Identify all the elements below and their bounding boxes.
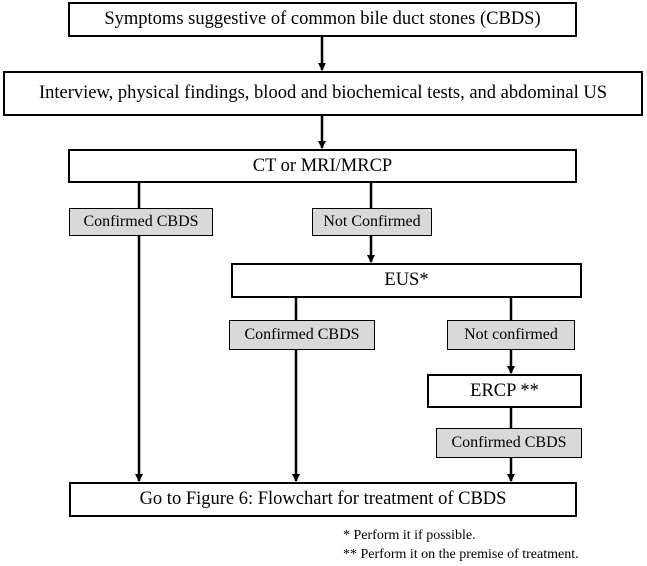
goto-treatment-text: Go to Figure 6: Flowchart for treatment …: [139, 489, 507, 509]
footnote-single-star: * Perform it if possible.: [343, 528, 476, 543]
not-confirmed-text-1: Not Confirmed: [323, 213, 421, 230]
confirmed-cbds-label-3: Confirmed CBDS: [436, 428, 582, 458]
confirmed-cbds-label-1: Confirmed CBDS: [69, 208, 213, 236]
confirmed-cbds-label-2: Confirmed CBDS: [229, 320, 375, 350]
not-confirmed-label-2: Not confirmed: [447, 320, 575, 350]
eus-text: EUS*: [384, 270, 429, 290]
eus-box: EUS*: [231, 263, 582, 298]
workup-text: Interview, physical findings, blood and …: [38, 83, 608, 103]
confirmed-cbds-text-2: Confirmed CBDS: [244, 326, 360, 343]
goto-treatment-box: Go to Figure 6: Flowchart for treatment …: [69, 482, 577, 517]
not-confirmed-label-1: Not Confirmed: [312, 208, 432, 236]
not-confirmed-text-2: Not confirmed: [464, 326, 558, 343]
ct-mri-text: CT or MRI/MRCP: [252, 155, 393, 176]
footnote-double-star: ** Perform it on the premise of treatmen…: [343, 547, 579, 562]
symptoms-text: Symptoms suggestive of common bile duct …: [104, 9, 541, 29]
symptoms-box: Symptoms suggestive of common bile duct …: [68, 2, 577, 37]
workup-box: Interview, physical findings, blood and …: [3, 71, 643, 116]
confirmed-cbds-text-3: Confirmed CBDS: [451, 434, 567, 451]
ercp-box: ERCP **: [427, 374, 582, 408]
ct-mri-box: CT or MRI/MRCP: [68, 149, 577, 183]
confirmed-cbds-text-1: Confirmed CBDS: [83, 213, 199, 230]
ercp-text: ERCP **: [470, 380, 539, 401]
